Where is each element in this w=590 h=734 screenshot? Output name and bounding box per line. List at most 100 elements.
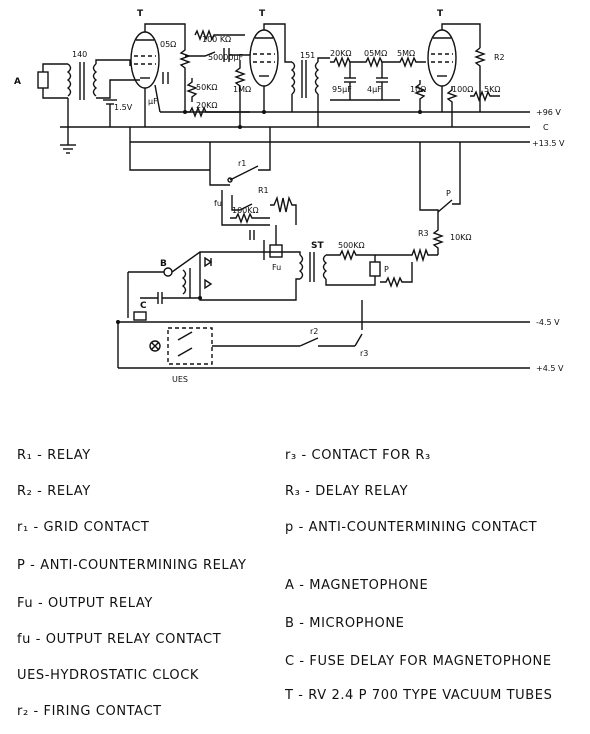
tube1-vacuum-tube	[130, 31, 160, 89]
junction-dot	[418, 110, 422, 114]
ues-label: UES	[172, 375, 188, 384]
c95-label: 95µF	[332, 85, 352, 94]
legend-anti-countermining-relay: P - ANTI-COUNTERMINING RELAY	[17, 558, 247, 573]
bridge-coil	[181, 268, 191, 298]
r100k-b-label: 100KΩ	[232, 206, 259, 215]
tube2-label: T	[259, 9, 266, 19]
bridge-diode-network	[171, 251, 232, 301]
fuse-delay-label: C	[140, 301, 147, 311]
r1m-resistor	[234, 60, 246, 127]
r3-contact-label: r3	[360, 349, 368, 358]
r2-contact-label: r2	[310, 327, 318, 336]
r50k-resistor	[186, 78, 198, 102]
grid-contact-r1	[209, 127, 271, 186]
junction-dot	[183, 110, 187, 114]
rail-c-label: C	[543, 123, 549, 132]
plate1-resistor	[179, 45, 191, 112]
r20k-a-resistor	[185, 106, 250, 118]
transformer-151-label: 151	[300, 51, 315, 60]
legend-hydrostatic-clock: UES-HYDROSTATIC CLOCK	[17, 668, 200, 683]
output-relay-contact-fu	[231, 195, 253, 211]
st-primary-ret	[232, 278, 300, 301]
legend-firing-contact: r₂ - FIRING CONTACT	[17, 704, 162, 719]
r100k-resistor	[194, 29, 245, 41]
r1m-label: 1MΩ	[233, 85, 251, 94]
rail-plus96-label: +96 V	[536, 108, 561, 117]
r5k-label: 5KΩ	[484, 85, 500, 94]
legend-r1-relay: R₁ - RELAY	[17, 448, 91, 463]
r05-label: 05Ω	[160, 40, 176, 49]
fu-contact-label: fu	[214, 199, 222, 208]
hydrostatic-clock-ues	[149, 327, 213, 365]
tube1-filament-wire	[154, 84, 161, 113]
tube1-plate-wire	[144, 23, 186, 45]
tube1-label: T	[137, 9, 144, 19]
grid1-wire	[95, 59, 131, 66]
transformer-151-out	[317, 57, 330, 62]
firing-contact-r2	[299, 337, 355, 347]
r2-label: R2	[494, 53, 505, 62]
rail-plus45-label: +4.5 V	[536, 364, 564, 373]
legend-fuse-delay: C - FUSE DELAY FOR MAGNETOPHONE	[285, 654, 552, 669]
interstage-transformer	[290, 60, 320, 98]
magnetophone-label: A	[14, 77, 21, 87]
microphone-label: B	[160, 259, 167, 269]
p-contact-label: P	[446, 189, 451, 198]
tube3-label: T	[437, 9, 444, 19]
r05m-label: 05MΩ	[364, 49, 387, 58]
coupling-wire	[185, 51, 216, 57]
legend-contact-r3: r₃ - CONTACT FOR R₃	[285, 448, 431, 463]
transformer-140-label: 140	[72, 50, 87, 59]
p-resistor	[380, 262, 413, 288]
junction-dot	[262, 110, 266, 114]
r500k-label: 500KΩ	[338, 241, 365, 250]
r10-resistor	[414, 80, 426, 112]
capacitor-95	[344, 62, 356, 100]
p-relay-label: P	[384, 265, 389, 274]
r50k-label: 50KΩ	[196, 83, 218, 92]
c50000-label: 50000µF	[208, 53, 244, 62]
capacitor-50000	[223, 48, 250, 62]
legend-microphone: B - MICROPHONE	[285, 616, 405, 631]
legend-output-relay: Fu - OUTPUT RELAY	[17, 596, 153, 611]
c4-label: 4µF	[367, 85, 382, 94]
battery-1-5v	[103, 99, 117, 127]
rail-plus135-label: +13.5 V	[532, 139, 565, 148]
input-transformer	[66, 62, 98, 100]
r100-resistor	[446, 86, 458, 127]
st-transformer	[298, 252, 328, 282]
ground-symbol	[60, 144, 76, 154]
r500k-resistor	[326, 249, 395, 261]
r5m-resistor	[395, 56, 426, 68]
r5m-label: 5MΩ	[397, 49, 415, 58]
fu-relay-label: Fu	[272, 263, 281, 272]
r100k-label: 100 KΩ	[202, 35, 231, 44]
output-relay-fu	[263, 225, 283, 260]
r5k-resistor	[470, 90, 500, 102]
r1-feed-left	[129, 127, 210, 171]
relay-r3-label: R3	[418, 229, 429, 238]
r10k-label: 10KΩ	[450, 233, 472, 242]
input-bias-wire	[96, 79, 140, 99]
r20k-a-label: 20KΩ	[196, 101, 218, 110]
legend-anti-countermining-contact: p - ANTI-COUNTERMINING CONTACT	[285, 520, 538, 535]
relay-r2-coil	[474, 47, 486, 112]
fuse-delay-c	[133, 311, 147, 321]
tube2-plate-wire	[263, 23, 292, 63]
st-label: ST	[311, 241, 324, 251]
battery-1-5v-label: 1.5V	[114, 103, 133, 112]
relay-r1-coil	[270, 195, 297, 225]
legend: R₁ - RELAY R₂ - RELAY r₁ - GRID CONTACT …	[0, 440, 590, 734]
r10k-resistor	[432, 225, 444, 255]
legend-vacuum-tubes: T - RV 2.4 P 700 TYPE VACUUM TUBES	[285, 688, 553, 703]
junction-dot	[116, 320, 120, 324]
legend-output-relay-contact: fu - OUTPUT RELAY CONTACT	[17, 632, 222, 647]
anti-countermining-relay-p	[325, 255, 381, 286]
capacitor-fu	[249, 230, 255, 240]
p-contact-feed	[419, 142, 439, 225]
r100-label: 100Ω	[452, 85, 473, 94]
capacitor-uf	[162, 72, 169, 84]
tube2-vacuum-tube	[249, 29, 279, 87]
capacitor-uf-label: µF	[148, 97, 158, 106]
relay-r1-label: R1	[258, 186, 269, 195]
